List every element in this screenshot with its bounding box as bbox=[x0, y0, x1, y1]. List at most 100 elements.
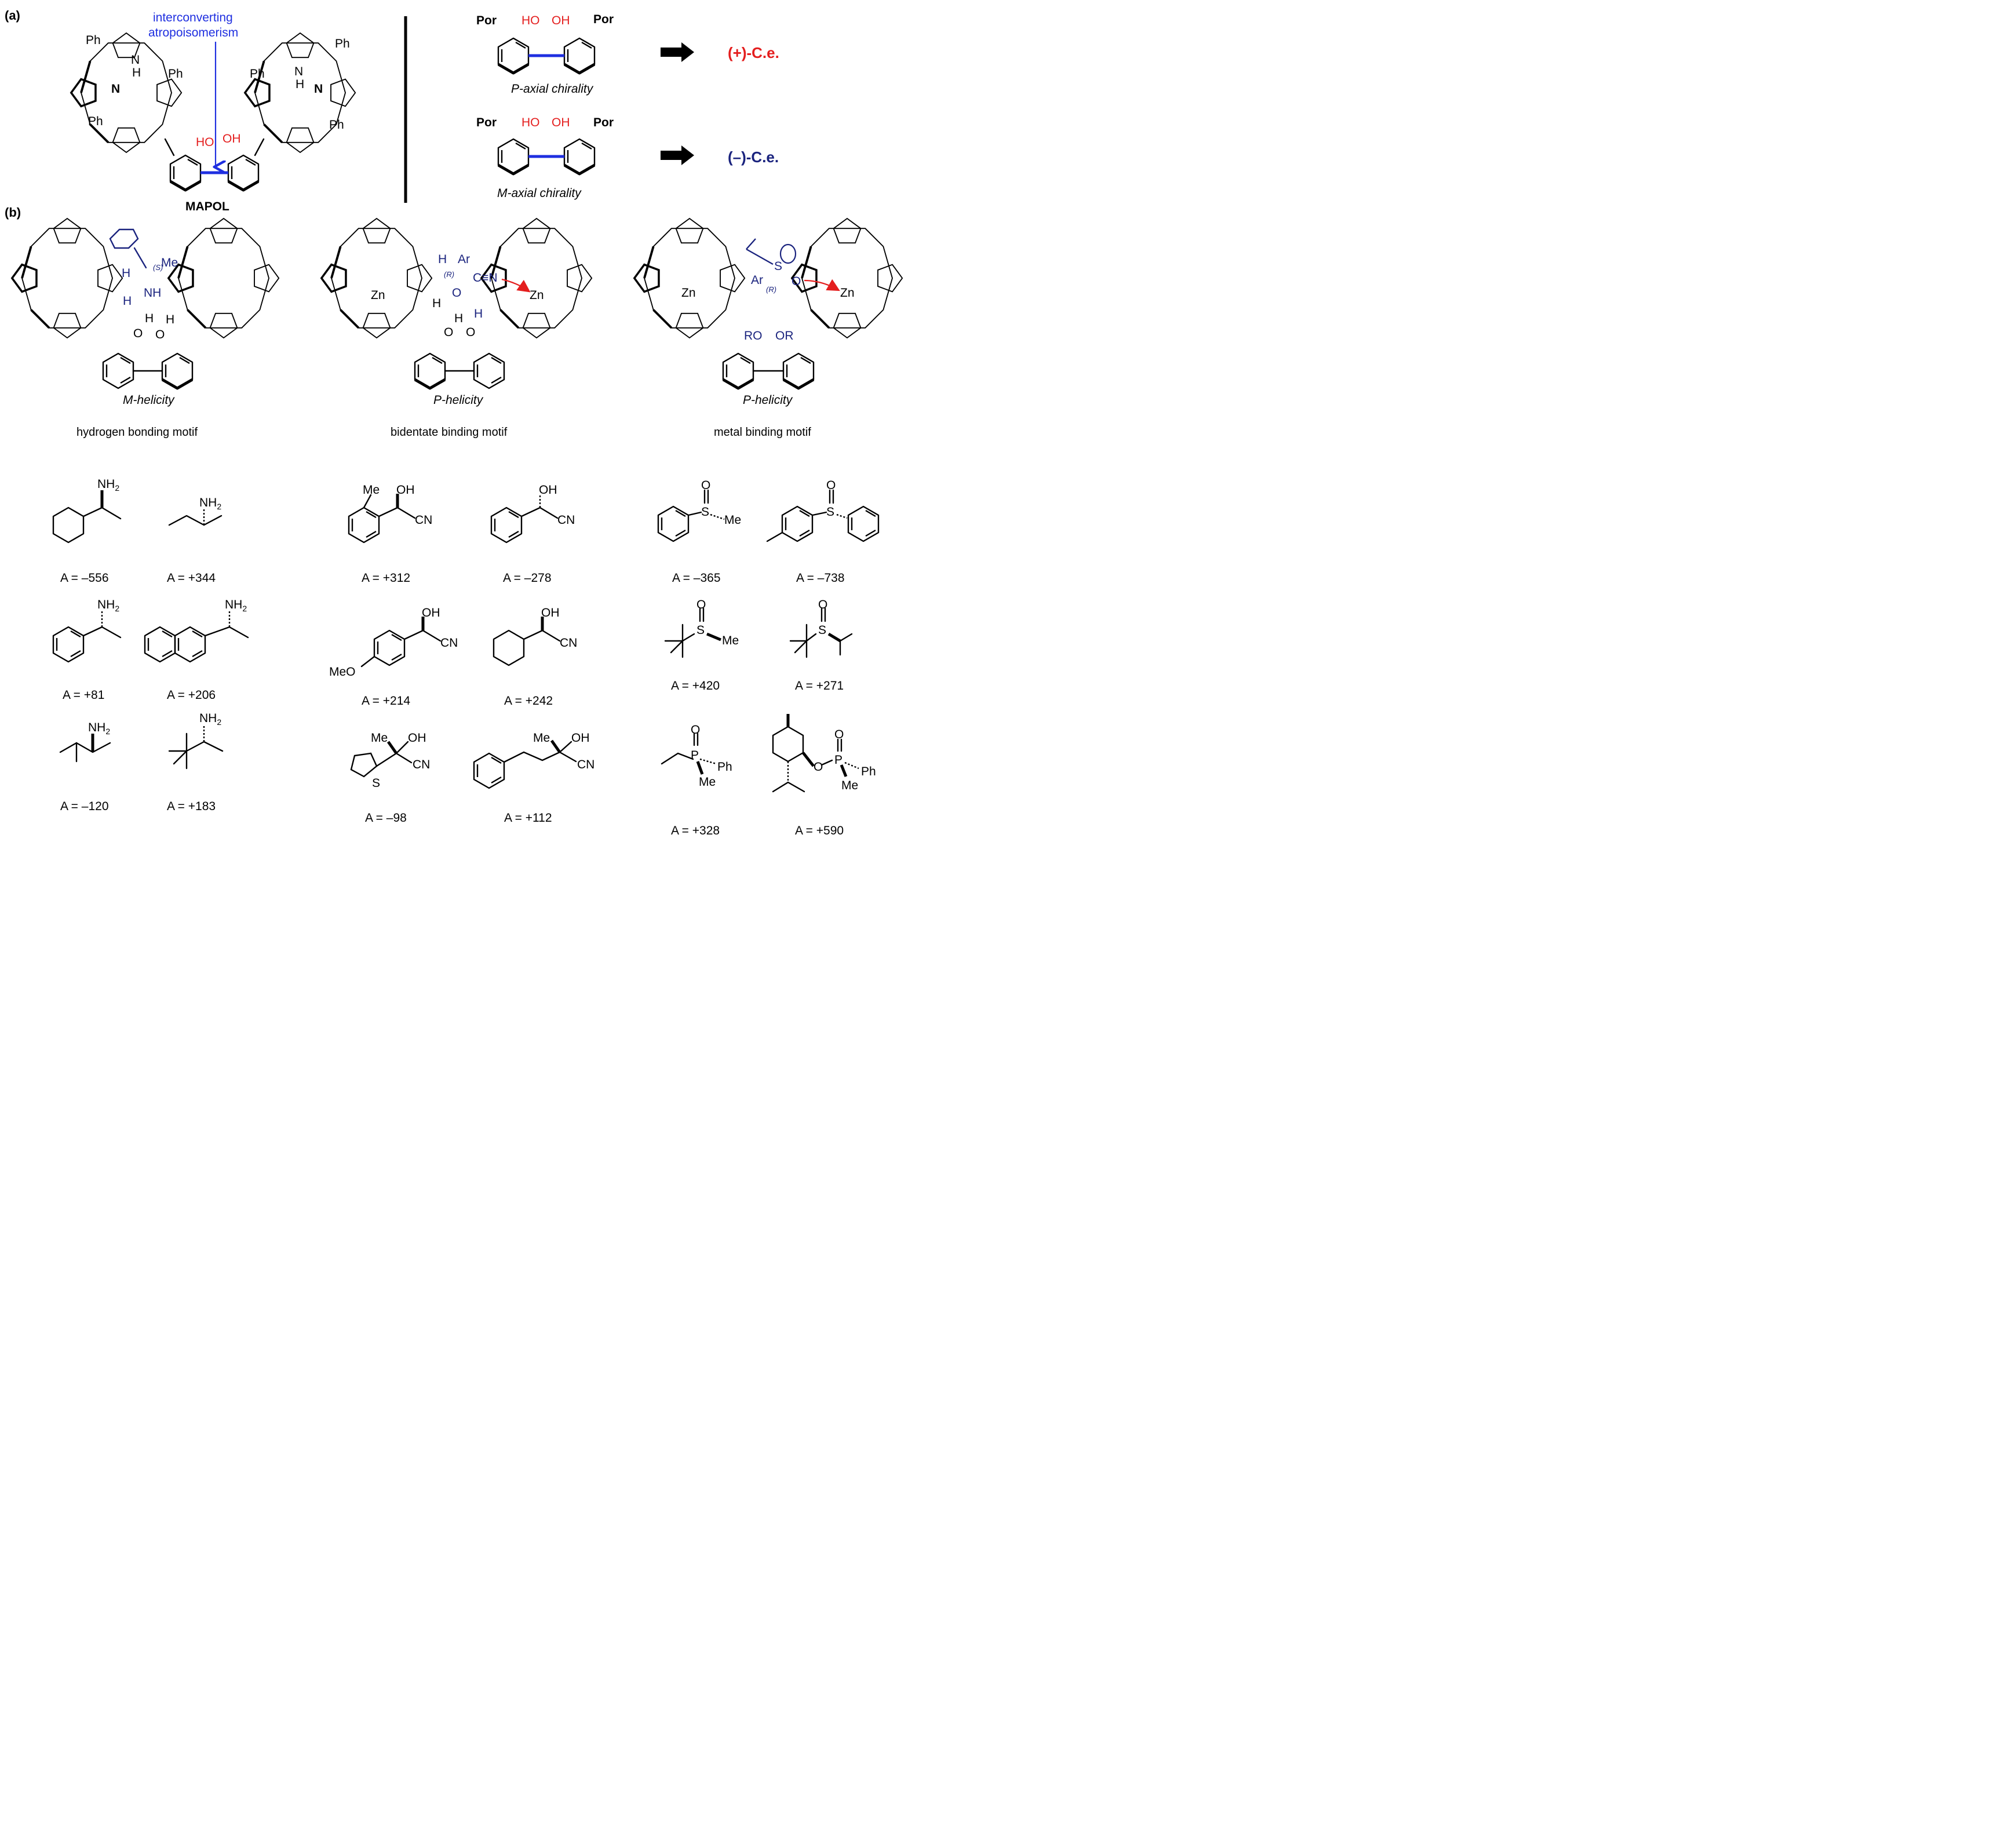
cyanohydrin-2-value: A = –278 bbox=[503, 571, 552, 585]
mapol-right-porphyrin bbox=[243, 32, 357, 154]
cyanohydrin-4-value: A = +242 bbox=[504, 694, 553, 708]
motif1-h-1: H bbox=[145, 312, 154, 325]
cyanohydrin-2: OH CN A = –278 bbox=[490, 483, 575, 585]
cyanohydrin-6-me: Me bbox=[533, 731, 550, 745]
p-arrow bbox=[661, 42, 694, 62]
motif1-guest-me: Me bbox=[161, 256, 178, 269]
motif2-h-2: H bbox=[454, 312, 463, 325]
cyanohydrin-6: Me OH CN A = +112 bbox=[473, 731, 595, 825]
cyanohydrin-1-cn: CN bbox=[415, 513, 432, 527]
p-ho: HO bbox=[521, 14, 540, 27]
annotation-line-2: atropoisomerism bbox=[148, 26, 238, 39]
cyanohydrin-5-s: S bbox=[372, 777, 380, 790]
mapol-h-2: H bbox=[296, 78, 304, 91]
cyanohydrin-4: OH CN A = +242 bbox=[493, 606, 577, 708]
mapol-link-left bbox=[164, 138, 175, 156]
amine-6-value: A = +183 bbox=[167, 800, 216, 813]
sulfoxide-1-o: O bbox=[701, 479, 710, 492]
phosphinate-2-p: P bbox=[834, 753, 843, 767]
mapol-h-1: H bbox=[132, 66, 141, 79]
sulfoxide-3-value: A = +420 bbox=[671, 679, 720, 692]
motif3-guest-ar: Ar bbox=[751, 274, 763, 287]
m-result: (–)-C.e. bbox=[728, 148, 779, 166]
cyanohydrin-1: Me OH CN A = +312 bbox=[348, 483, 432, 585]
motif3-binding-arrow bbox=[804, 279, 840, 291]
cyanohydrin-6-value: A = +112 bbox=[504, 811, 552, 825]
mapol-oh: OH bbox=[223, 132, 241, 145]
m-ho: HO bbox=[521, 116, 540, 129]
motif2-right-porphyrin bbox=[480, 217, 593, 339]
cyanohydrin-6-oh: OH bbox=[571, 731, 590, 745]
m-biphenyl-right-ring bbox=[564, 139, 595, 174]
p-result: (+)-C.e. bbox=[728, 44, 779, 61]
amine-2-nh2: NH2 bbox=[199, 496, 221, 511]
motif2-left-benzene bbox=[415, 353, 445, 388]
motif1-guest-bond bbox=[133, 247, 147, 269]
motif3-stereo: (R) bbox=[766, 285, 776, 294]
cyanohydrin-6-cn: CN bbox=[577, 758, 595, 771]
sulfoxide-4: O S A = +271 bbox=[789, 598, 853, 692]
sulfoxide-4-value: A = +271 bbox=[795, 679, 844, 692]
motif2-guest-cn: C≡N bbox=[473, 271, 498, 285]
motif3-right-benzene bbox=[783, 353, 814, 388]
mapol-ho: HO bbox=[196, 136, 214, 149]
motif3-zn-left: Zn bbox=[681, 286, 696, 300]
p-chirality-label: P-axial chirality bbox=[511, 82, 594, 96]
phosphinate-2-ph: Ph bbox=[861, 765, 876, 778]
mapol-link-right bbox=[254, 138, 265, 156]
sulfoxide-1-s: S bbox=[701, 505, 709, 519]
mapol-ph-2: Ph bbox=[168, 67, 183, 81]
m-por-left: Por bbox=[476, 116, 497, 129]
phosphinate-2-value: A = +590 bbox=[795, 824, 844, 837]
phosphinate-1-value: A = +328 bbox=[671, 824, 720, 837]
motif1-stereo: (S) bbox=[153, 263, 163, 272]
phosphinate-1-o: O bbox=[691, 723, 700, 737]
motif1-o-2: O bbox=[155, 328, 165, 341]
motif2-zn-left: Zn bbox=[371, 289, 385, 302]
phosphinate-1-me: Me bbox=[699, 775, 716, 789]
cyanohydrin-5: Me OH CN S A = –98 bbox=[350, 731, 430, 825]
p-biphenyl-left-ring bbox=[498, 38, 528, 73]
cyanohydrin-3-cn: CN bbox=[440, 636, 458, 650]
amine-4: NH2 A = +206 bbox=[144, 598, 249, 702]
motif1-left-porphyrin bbox=[10, 217, 124, 339]
motif2-helicity: P-helicity bbox=[433, 393, 484, 407]
motif1-guest-cyclohexane bbox=[109, 228, 139, 249]
sulfoxide-2-s: S bbox=[826, 505, 834, 519]
cyanohydrin-5-value: A = –98 bbox=[365, 811, 407, 825]
motif2-right-benzene bbox=[473, 352, 505, 389]
amine-3-value: A = +81 bbox=[63, 688, 104, 702]
cyanohydrin-3-oh: OH bbox=[422, 606, 440, 619]
cyanohydrin-5-me: Me bbox=[371, 731, 388, 745]
cyanohydrin-1-me: Me bbox=[363, 483, 380, 497]
mapol-nh-2: N bbox=[294, 65, 303, 78]
motif3-guest-vinyl bbox=[746, 238, 774, 265]
cyanohydrin-5-oh: OH bbox=[408, 731, 426, 745]
motif3-guest-o: O bbox=[792, 275, 801, 288]
sulfoxide-4-s: S bbox=[818, 624, 826, 637]
motif1-guest-nh: NH bbox=[144, 286, 161, 300]
phosphinate-2-o: O bbox=[834, 728, 844, 741]
amine-3-nh2: NH2 bbox=[97, 598, 119, 613]
amine-6-nh2: NH2 bbox=[199, 712, 221, 727]
motif2-o-2: O bbox=[466, 326, 475, 339]
motif3-right-porphyrin bbox=[790, 217, 904, 339]
panel-a-label: (a) bbox=[5, 8, 20, 23]
amine-1: NH2 A = –556 bbox=[52, 478, 122, 585]
sulfoxide-3-me: Me bbox=[722, 634, 739, 647]
mapol-ph-5: Ph bbox=[335, 37, 350, 50]
cyanohydrin-5-cn: CN bbox=[413, 758, 430, 771]
mapol-ph-3: Ph bbox=[88, 115, 103, 128]
mapol-left-benzene bbox=[170, 155, 200, 190]
cyanohydrin-1-oh: OH bbox=[396, 483, 415, 497]
amine-4-value: A = +206 bbox=[167, 688, 216, 702]
motif2-guest-oh: H bbox=[474, 307, 483, 320]
m-oh: OH bbox=[552, 116, 570, 129]
motif2-left-porphyrin bbox=[320, 217, 433, 339]
cyanohydrin-3-value: A = +214 bbox=[362, 694, 410, 708]
phosphinate-1-p: P bbox=[691, 749, 699, 762]
motif3-ro: RO bbox=[744, 329, 763, 342]
sulfoxide-2-o: O bbox=[826, 479, 836, 492]
m-biphenyl-left-ring bbox=[498, 139, 528, 174]
mapol-ph-1: Ph bbox=[86, 34, 101, 47]
